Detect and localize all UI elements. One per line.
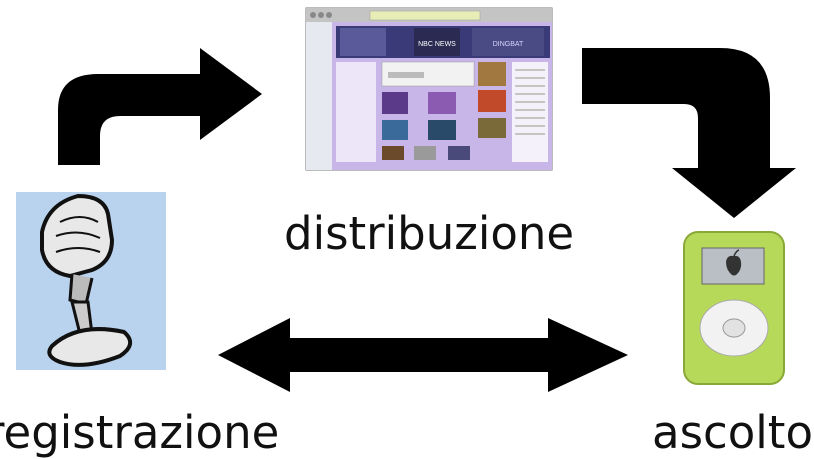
arrow-distribution-to-listening (582, 48, 796, 218)
label-listening: ascolto (652, 406, 813, 459)
microphone-icon (16, 192, 166, 370)
arrow-recording-to-distribution (58, 48, 262, 165)
label-recording: registrazione (0, 406, 280, 459)
itunes-store-window: NBC NEWS DINGBAT (305, 7, 553, 171)
banner-dingbat: DINGBAT (493, 41, 524, 48)
label-distribution: distribuzione (284, 207, 575, 260)
ipod-mini-icon (683, 231, 785, 385)
arrow-bidirectional (218, 318, 628, 392)
banner-nbc-news: NBC NEWS (418, 41, 456, 48)
